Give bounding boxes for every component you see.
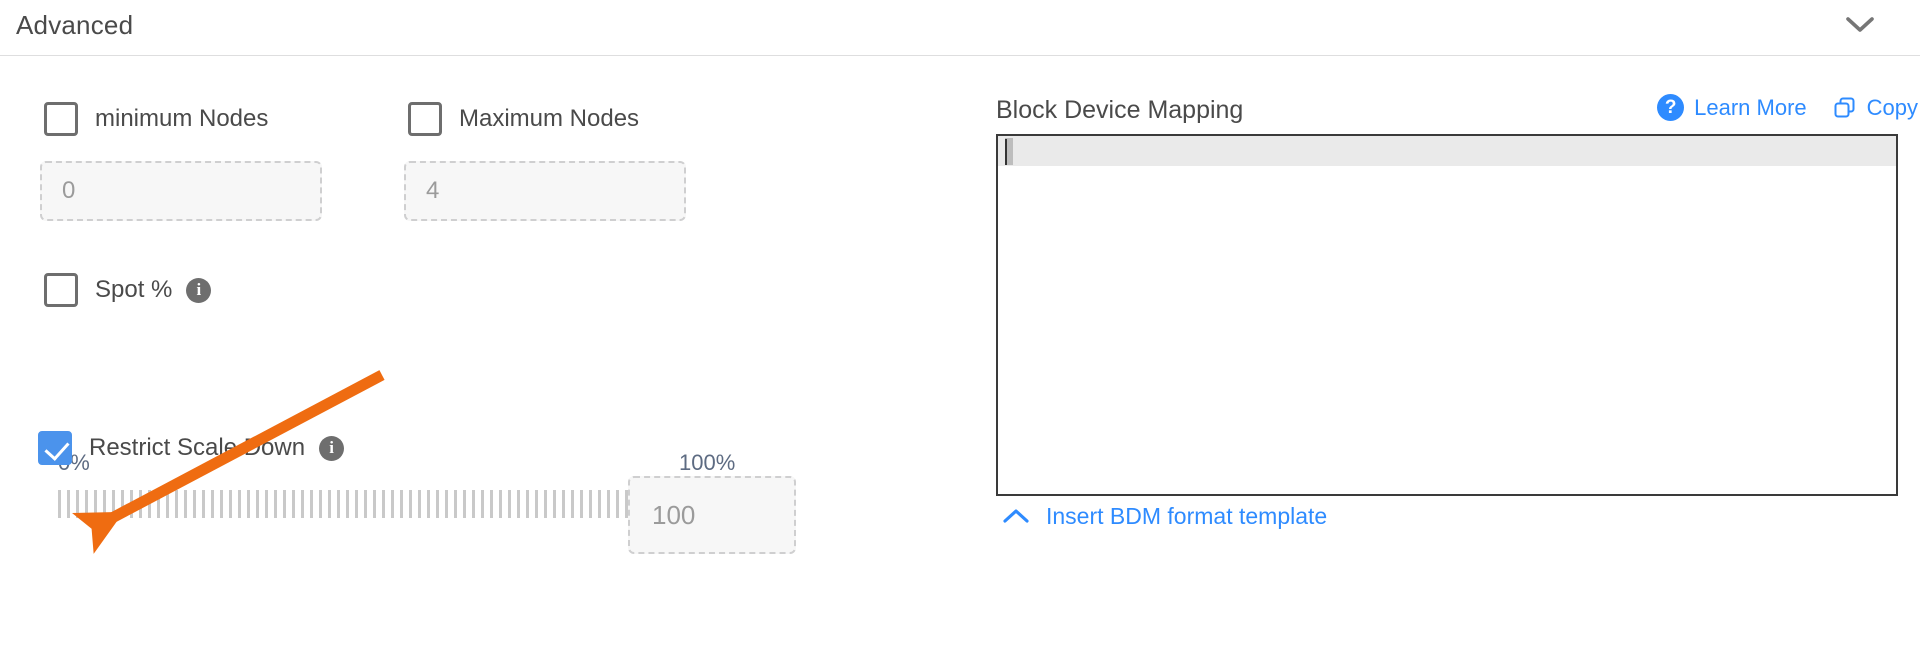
checkbox-maximum-nodes[interactable] [408, 102, 442, 136]
block-device-mapping-section: Block Device Mapping ? Learn More Copy [996, 56, 1920, 656]
chevron-up-icon [1002, 503, 1030, 530]
info-icon-restrict-scale-down[interactable]: i [319, 435, 345, 461]
input-minimum-nodes[interactable]: 0 [40, 161, 322, 221]
checkbox-label-spot-percent: Spot % [95, 276, 173, 303]
copy-button[interactable]: Copy [1833, 95, 1918, 121]
learn-more-link[interactable]: ? Learn More [1657, 94, 1807, 121]
section-header: Advanced [0, 0, 1920, 56]
slider-max-label: 100% [679, 450, 736, 475]
checkbox-spot-percent[interactable] [44, 273, 78, 307]
checkbox-label-restrict-scale-down: Restrict Scale Down [89, 434, 306, 461]
chevron-down-icon[interactable] [1840, 8, 1880, 42]
block-device-mapping-title: Block Device Mapping [996, 96, 1244, 124]
input-maximum-nodes[interactable]: 4 [404, 161, 686, 221]
input-spot-percent-value[interactable]: 100 [628, 476, 796, 554]
checkbox-row-restrict-scale-down[interactable]: Restrict Scale Down i [38, 431, 345, 465]
left-settings-column: minimum Nodes 0 Maximum Nodes 4 Spot % i… [0, 56, 960, 656]
checkbox-restrict-scale-down[interactable] [38, 431, 72, 465]
checkbox-row-spot-percent[interactable]: Spot % i [44, 273, 212, 307]
checkbox-label-maximum-nodes: Maximum Nodes [459, 105, 640, 132]
help-question-icon: ? [1657, 94, 1685, 121]
checkbox-minimum-nodes[interactable] [44, 102, 78, 136]
checkbox-label-minimum-nodes: minimum Nodes [95, 105, 269, 132]
copy-label: Copy [1866, 94, 1918, 120]
info-icon-spot-percent[interactable]: i [186, 277, 212, 303]
insert-bdm-template-link[interactable]: Insert BDM format template [1002, 503, 1327, 530]
editor-caret [1005, 139, 1007, 165]
insert-bdm-template-label: Insert BDM format template [1046, 503, 1328, 529]
block-device-mapping-editor[interactable] [996, 134, 1898, 496]
checkbox-row-minimum-nodes[interactable]: minimum Nodes [44, 102, 268, 136]
copy-icon [1833, 96, 1857, 120]
page-title: Advanced [16, 10, 134, 40]
checkbox-row-maximum-nodes[interactable]: Maximum Nodes [408, 102, 639, 136]
block-device-mapping-actions: ? Learn More Copy [1657, 94, 1918, 121]
editor-gutter-marker [1005, 138, 1013, 165]
learn-more-label: Learn More [1694, 94, 1807, 120]
header-divider [0, 55, 1920, 56]
editor-active-line [998, 136, 1896, 166]
